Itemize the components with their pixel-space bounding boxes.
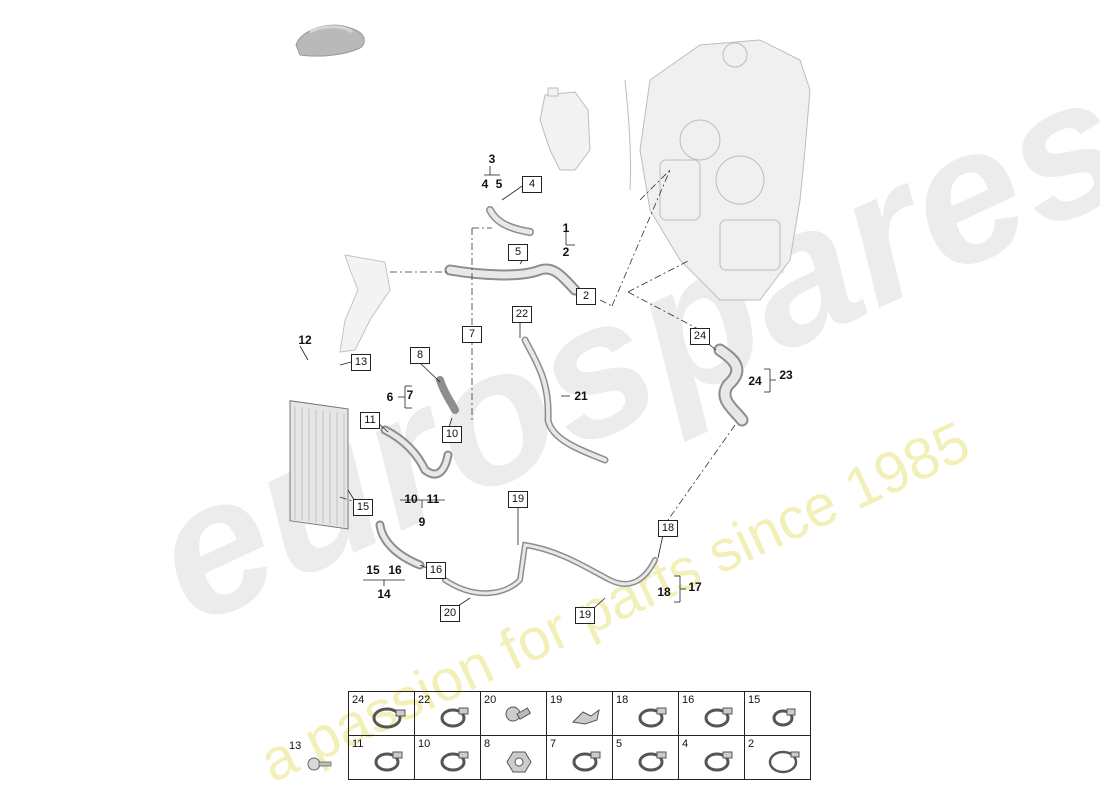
legend-cell: 4: [678, 735, 745, 780]
car-icon: [295, 24, 365, 57]
bolt-icon-13: [307, 757, 332, 771]
legend-number: 15: [748, 694, 761, 706]
legend-number: 18: [616, 694, 629, 706]
legend-number: 7: [550, 738, 557, 750]
callout-4: 4: [481, 177, 489, 191]
legend-number: 20: [484, 694, 497, 706]
legend-label-13: 13: [289, 740, 302, 752]
legend-number: 24: [352, 694, 365, 706]
callout-3: 3: [488, 152, 496, 166]
hose-clamp-icon: [638, 707, 667, 728]
callout-box-10: 10: [442, 426, 462, 443]
legend-row: 24 22 20 19 18 16 15: [348, 691, 811, 736]
legend-cell: 8: [480, 735, 547, 780]
fastener-legend: 24 22 20 19 18 16 15 11 10 8 7 5 4 2: [348, 691, 811, 780]
callout-box-19-top: 19: [508, 491, 528, 508]
callout-box-13: 13: [351, 354, 371, 371]
callout-10: 10: [404, 492, 418, 506]
callout-box-2: 2: [576, 288, 596, 305]
legend-cell: 2: [744, 735, 811, 780]
legend-cell: 5: [612, 735, 679, 780]
nut-icon: [506, 751, 532, 773]
callout-11: 11: [426, 492, 440, 506]
callout-box-4: 4: [522, 176, 542, 193]
callout-6: 6: [386, 390, 394, 404]
legend-cell: 7: [546, 735, 613, 780]
legend-number: 4: [682, 738, 689, 750]
leader-lines: [339, 169, 736, 521]
legend-cell: 22: [414, 691, 481, 736]
hose-clamp-icon: [572, 751, 601, 772]
callout-2: 2: [562, 245, 570, 259]
callout-12: 12: [298, 333, 312, 347]
legend-cell: 18: [612, 691, 679, 736]
hose-clamp-icon: [704, 751, 733, 772]
callout-box-7: 7: [462, 326, 482, 343]
hose-clamp-icon: [704, 707, 733, 728]
hose-clamp-icon: [440, 751, 469, 772]
legend-number: 2: [748, 738, 755, 750]
connector-pipe-left: [339, 254, 391, 353]
legend-cell: 11: [348, 735, 415, 780]
clip-icon: [571, 708, 600, 725]
callout-box-22: 22: [512, 306, 532, 323]
legend-cell: 19: [546, 691, 613, 736]
callout-16: 16: [388, 563, 402, 577]
legend-number: 22: [418, 694, 431, 706]
legend-number: 19: [550, 694, 563, 706]
radiator: [289, 400, 349, 530]
callout-box-5: 5: [508, 244, 528, 261]
callout-14: 14: [377, 587, 391, 601]
callout-box-20: 20: [440, 605, 460, 622]
hose-clamp-icon: [372, 707, 406, 729]
legend-cell: 10: [414, 735, 481, 780]
hose-clamp-icon: [374, 751, 403, 772]
callout-24-group: 24: [748, 374, 762, 388]
legend-number: 8: [484, 738, 491, 750]
callout-box-16: 16: [426, 562, 446, 579]
expansion-tank: [539, 87, 591, 171]
callout-5: 5: [495, 177, 503, 191]
legend-cell: 20: [480, 691, 547, 736]
legend-cell: 15: [744, 691, 811, 736]
legend-cell: 16: [678, 691, 745, 736]
hose-clamp-icon: [638, 751, 667, 772]
callout-9: 9: [418, 515, 426, 529]
callout-box-18: 18: [658, 520, 678, 537]
engine-block: [624, 39, 811, 301]
legend-number: 5: [616, 738, 623, 750]
callout-17: 17: [688, 580, 702, 594]
callout-box-11: 11: [360, 412, 380, 429]
callout-box-8: 8: [410, 347, 430, 364]
legend-number: 11: [352, 738, 364, 750]
callout-box-19-bottom: 19: [575, 607, 595, 624]
legend-number: 16: [682, 694, 695, 706]
callout-21: 21: [574, 389, 588, 403]
legend-number: 10: [418, 738, 431, 750]
band-clamp-icon: [768, 750, 800, 774]
callout-1: 1: [562, 221, 570, 235]
callout-7: 7: [406, 388, 414, 402]
callout-box-15: 15: [353, 499, 373, 516]
coolant-hoses: [375, 206, 749, 597]
callout-15: 15: [366, 563, 380, 577]
callout-18-group: 18: [657, 585, 671, 599]
legend-cell: 24: [348, 691, 415, 736]
callout-23: 23: [779, 368, 793, 382]
callout-box-24: 24: [690, 328, 710, 345]
legend-row: 11 10 8 7 5 4 2: [348, 735, 811, 780]
hose-clamp-icon: [772, 708, 796, 727]
screw-icon: [505, 706, 532, 722]
hose-clamp-icon: [440, 707, 469, 728]
